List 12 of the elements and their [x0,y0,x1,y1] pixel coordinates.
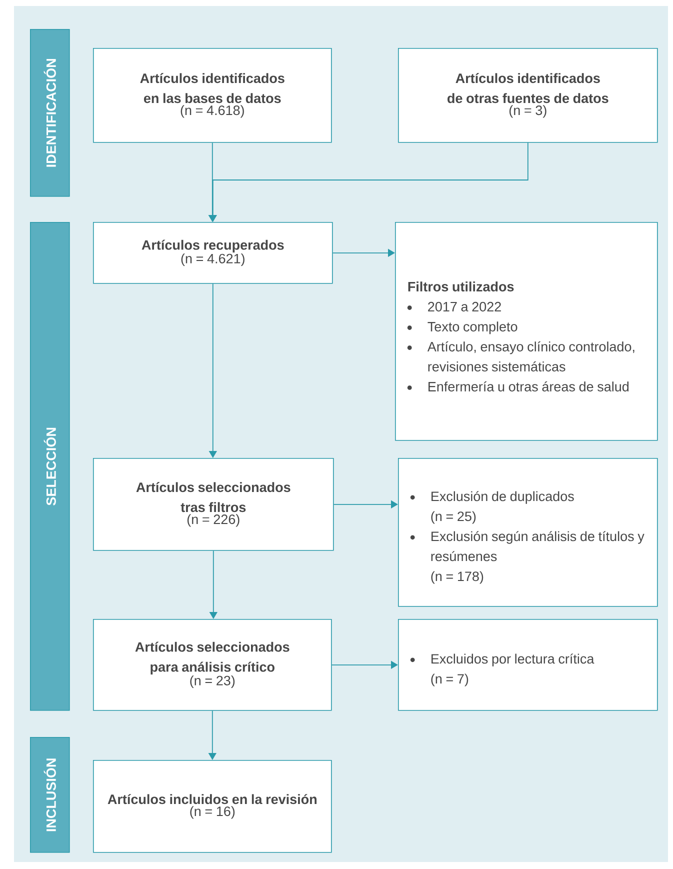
process-box: Artículos recuperados (n = 4.621) [93,222,333,284]
process-box: Artículos seleccionados para análisis crítico (n = 23) [93,619,332,711]
stage-band: INCLUSIÓN [30,737,70,853]
process-box: Artículos identificados en las bases de datos (n = 4.618) [93,48,332,143]
process-box: Artículos identificados de otras fuentes de datos (n = 3) [398,48,658,143]
process-box: Artículos incluidos en la revisión (n = 16) [93,760,332,853]
note-box: Exclusión de duplicados (n = 25) Exclusión según análisis de títulos y resúmenes (n = 178) [398,458,658,607]
note-box: Excluidos por lectura crítica (n = 7) [398,619,658,711]
process-box: Artículos seleccionados tras filtros (n = 226) [93,458,334,551]
note-box: Filtros utilizados 2017 a 2022 Texto completo Artículo, ensayo clínico controlado, revisiones sistemáticas Enfermería u otras áreas de salud [395,222,658,441]
stage-band: IDENTIFICACIÓN [30,29,70,197]
stage-band: SELECCIÓN [30,222,70,711]
